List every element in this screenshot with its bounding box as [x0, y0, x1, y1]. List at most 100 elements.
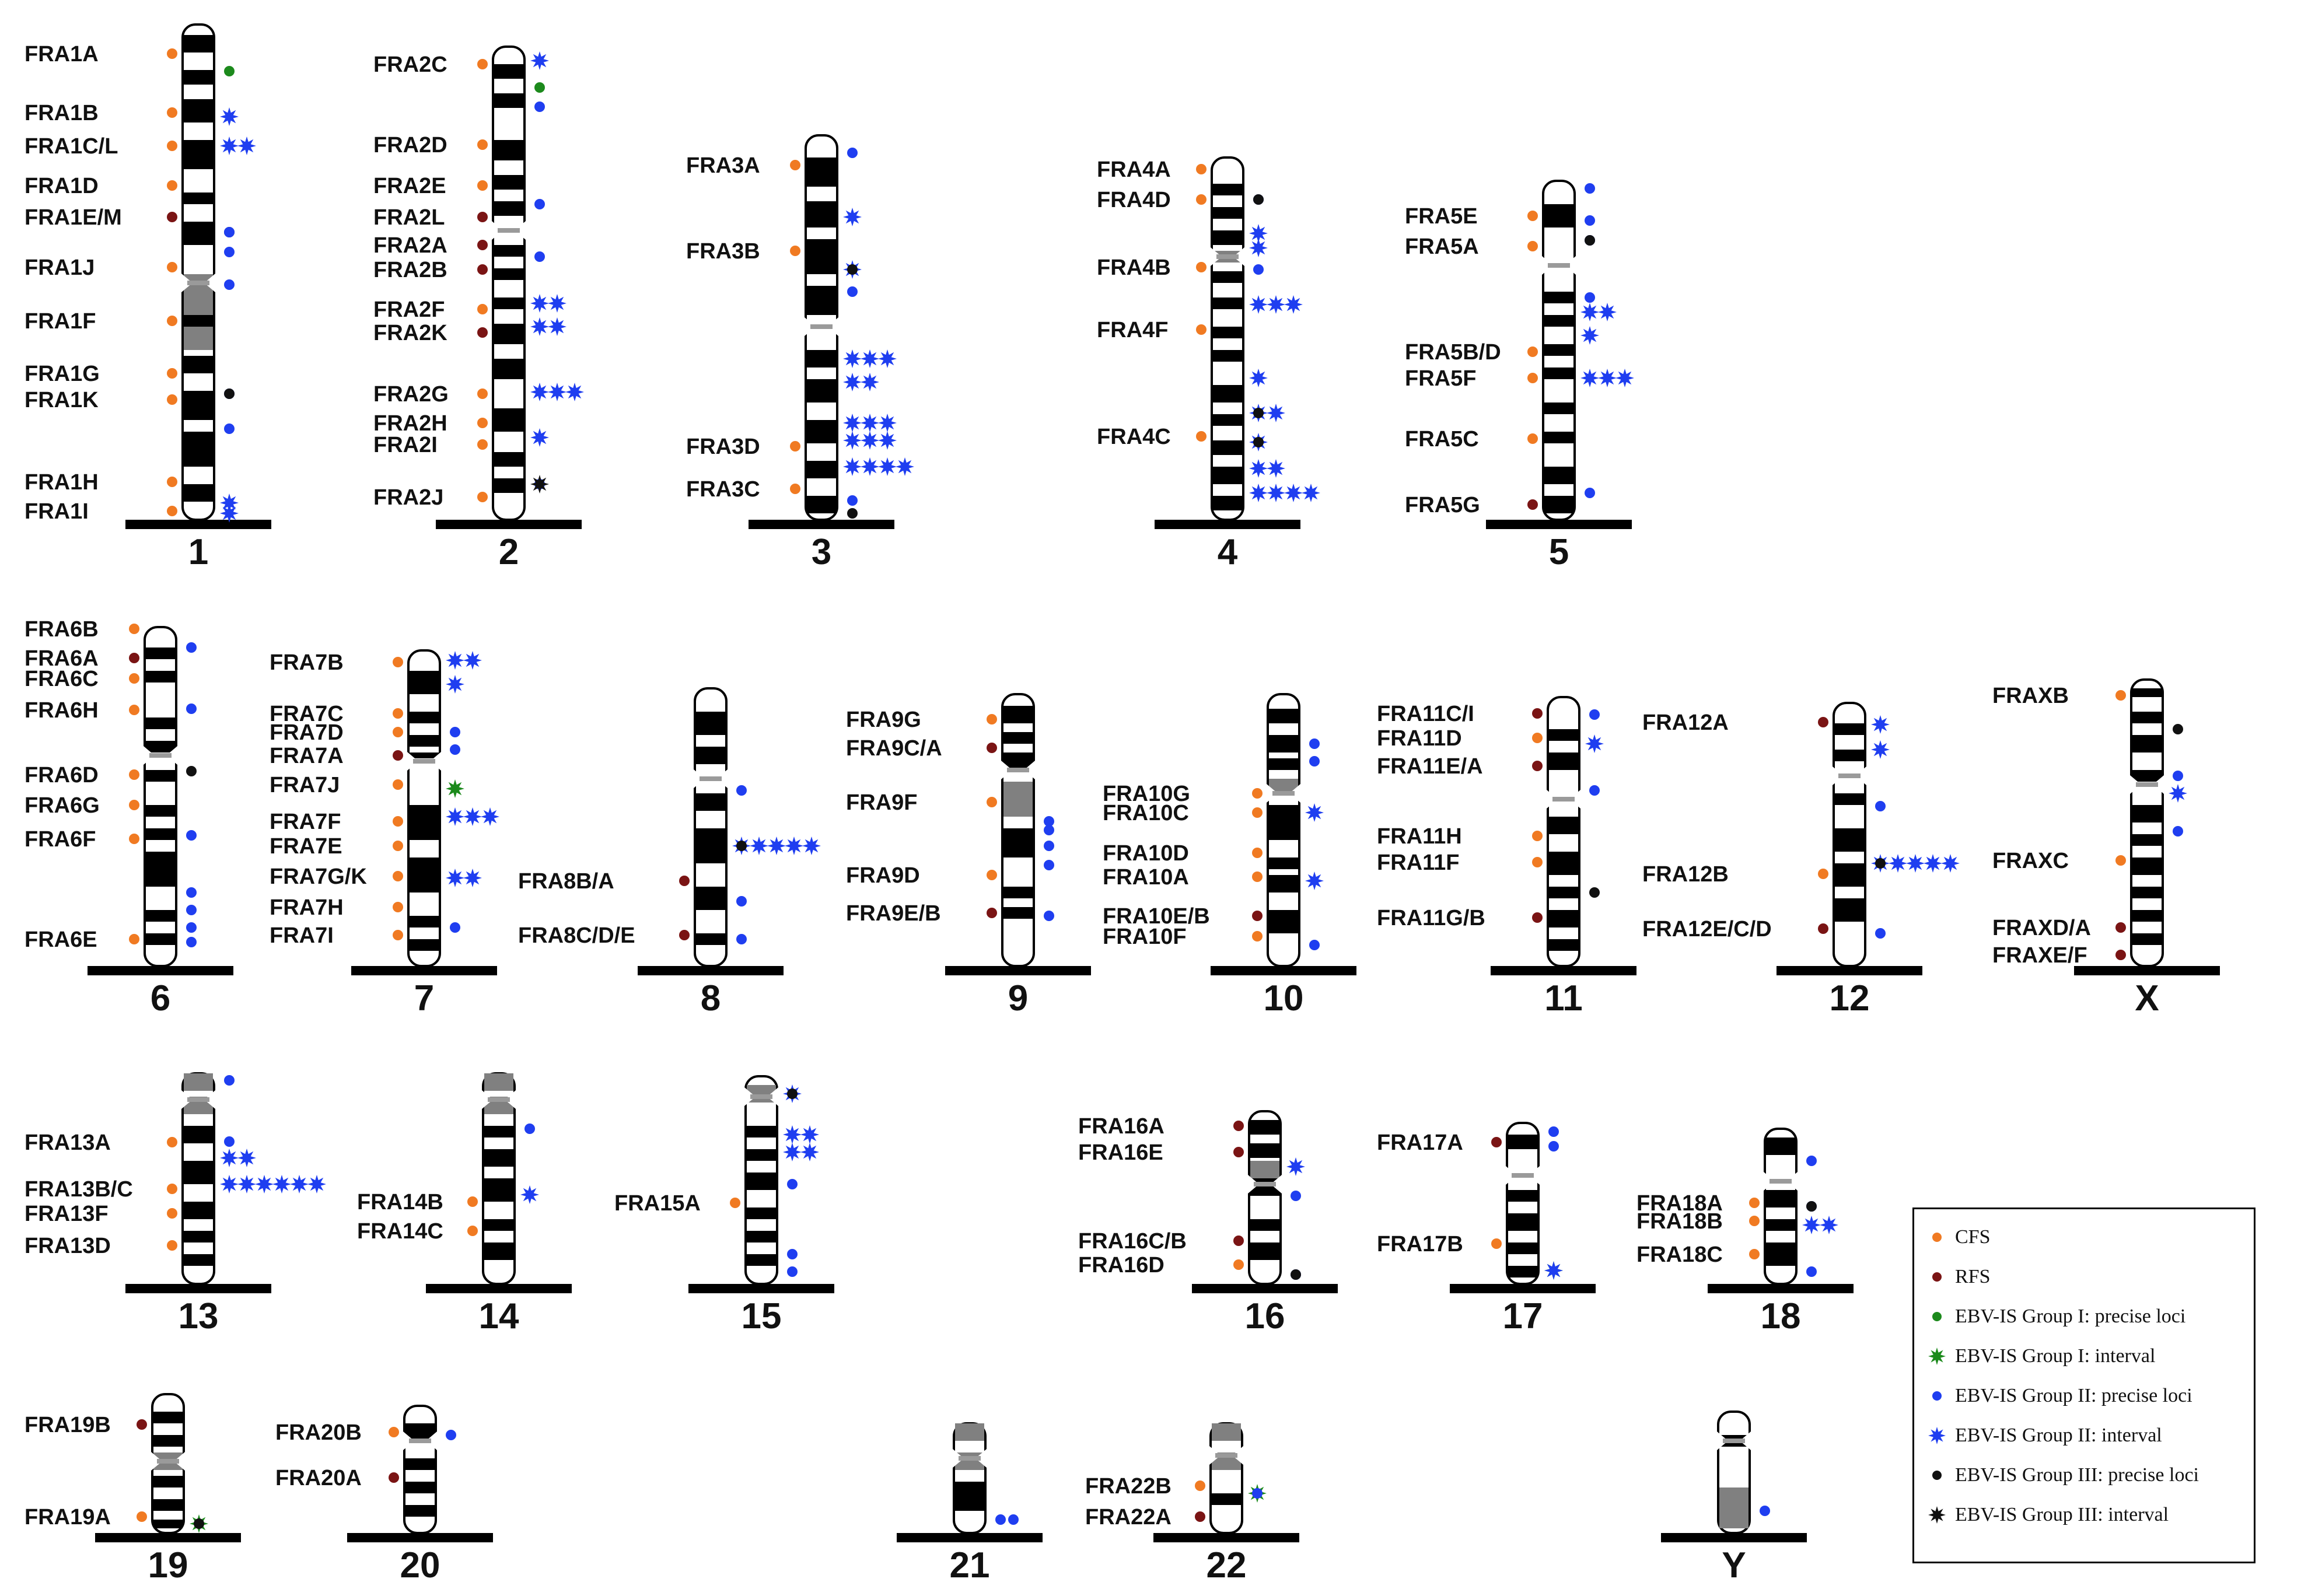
chromosome-band [807, 496, 836, 513]
chromosome-band [405, 1505, 435, 1517]
cfs-marker [129, 769, 139, 780]
legend-label: EBV-IS Group II: interval [1955, 1424, 2162, 1446]
ebv-precise-marker [446, 1430, 456, 1440]
chromosome-band [696, 933, 725, 945]
baseline [88, 966, 233, 975]
chromosome-band [1269, 709, 1298, 723]
ebv-precise-marker [450, 727, 460, 737]
baseline [351, 966, 497, 975]
ebv-interval-marker [802, 836, 821, 855]
chromosome-band [1549, 752, 1578, 770]
chromosome-band [1508, 1266, 1537, 1278]
ebv-precise-marker [224, 227, 235, 237]
ebv-precise-marker [736, 934, 747, 944]
cfs-marker [2115, 855, 2126, 866]
ebv-interval-marker [878, 457, 897, 476]
ebv-precise-marker [534, 82, 545, 93]
cfs-marker [137, 1511, 147, 1522]
fragile-site-label: FRA6A [25, 646, 99, 671]
chromosome-band [146, 741, 175, 752]
cfs-marker [790, 441, 800, 452]
chromosome-band [1549, 852, 1578, 875]
cfs-marker [167, 1208, 177, 1219]
chromosome-band [1250, 1120, 1279, 1135]
baseline [749, 520, 894, 529]
fragile-site-label: FRA16D [1078, 1253, 1165, 1278]
cfs-marker [1527, 373, 1538, 383]
chromosome-body [1211, 156, 1244, 521]
chromosome-21: 21 [897, 1422, 1043, 1586]
chromosome-band [184, 391, 213, 420]
ebv3-precise-dot-icon [1927, 1465, 1947, 1485]
baseline [1777, 966, 1922, 975]
ebv-interval-marker [800, 1143, 819, 1161]
chromosome-band [1250, 1219, 1279, 1231]
cfs-marker [129, 624, 139, 634]
ebv-precise-marker [224, 388, 235, 399]
ebv-precise-marker [1252, 1488, 1263, 1499]
chromosome-band [1212, 1493, 1241, 1505]
chromosome-band [1835, 863, 1864, 887]
baseline [2074, 966, 2220, 975]
chromosome-band [1549, 910, 1578, 928]
cfs-marker [790, 246, 800, 256]
ebv-interval-marker [446, 869, 464, 887]
ebv-interval-marker [1871, 715, 1890, 734]
chromosome-band [1213, 184, 1242, 195]
chromosome-band [1835, 750, 1864, 761]
legend-item-ebv3-interval: EBV-IS Group III: interval [1927, 1497, 2169, 1532]
chromosome-band [1508, 1213, 1537, 1231]
chromosome-number: 7 [414, 978, 434, 1019]
ebv-precise-marker [787, 1088, 798, 1099]
ebv-precise-marker [1044, 825, 1054, 835]
chromosome-body [492, 46, 526, 521]
chromosome-number: 12 [1830, 978, 1870, 1019]
ebv-precise-marker [1548, 1141, 1559, 1152]
rfs-marker [987, 908, 997, 918]
ebv-interval-marker [1284, 295, 1303, 314]
chromosome-band [1269, 858, 1298, 869]
cfs-marker [1527, 346, 1538, 357]
chromosome-band [2132, 834, 2162, 846]
chromosome-band [1213, 271, 1242, 283]
legend-label: EBV-IS Group II: precise loci [1955, 1385, 2192, 1406]
chromosome-band [1003, 828, 1033, 858]
chromosome-band [1213, 230, 1242, 245]
ebv-precise-marker [1253, 408, 1264, 418]
fragile-site-label: FRA6D [25, 763, 99, 788]
ebv-interval-marker [220, 136, 239, 155]
centromere [1838, 774, 1861, 778]
cfs-marker [477, 439, 488, 450]
chromosome-band [494, 324, 523, 344]
chromosome-band [410, 805, 439, 840]
cfs-marker [790, 484, 800, 494]
chromosome-number: 1 [188, 532, 208, 572]
centromere [488, 1097, 510, 1102]
chromosome-band [184, 1161, 213, 1184]
ebv-precise-marker [1875, 801, 1886, 811]
ebv-interval-marker [446, 675, 464, 694]
chromosome-band [184, 222, 213, 245]
ebv-precise-marker [1589, 785, 1600, 796]
ebv-precise-marker [186, 922, 197, 933]
cfs-marker [389, 1427, 399, 1437]
ebv-interval-marker [1249, 369, 1268, 387]
legend-item-ebv2-precise: EBV-IS Group II: precise loci [1927, 1378, 2192, 1413]
cfs-marker [987, 797, 997, 807]
fragile-site-label: FRA1B [25, 101, 99, 125]
fragile-site-label: FRA6H [25, 698, 99, 723]
rfs-marker [1818, 717, 1828, 727]
chromosome-band [1544, 292, 1573, 303]
rfs-marker [477, 264, 488, 275]
cfs-marker [477, 388, 488, 399]
fragile-site-label: FRAXE/F [1992, 943, 2087, 968]
cfs-marker [167, 316, 177, 326]
fragile-site-label: FRA3D [686, 435, 760, 459]
ebv-interval-marker [861, 431, 879, 450]
baseline [436, 520, 582, 529]
cfs-marker [467, 1226, 478, 1236]
rfs-marker [1252, 911, 1263, 921]
chromosome-band [184, 315, 213, 327]
fragile-site-label: FRA7I [270, 923, 334, 948]
